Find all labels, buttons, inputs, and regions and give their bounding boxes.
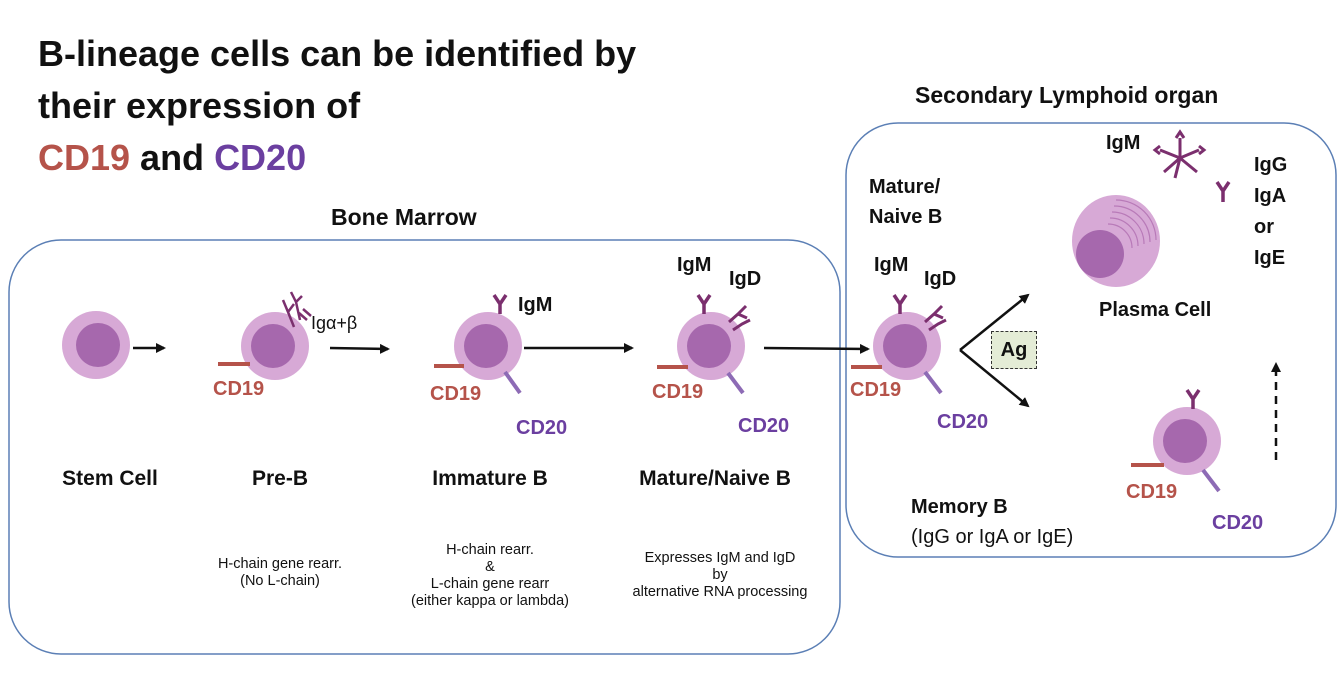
mature-bm-igd bbox=[728, 304, 751, 332]
preb-igab-label: Igα+β bbox=[311, 313, 358, 333]
mature-bm-igd-label: IgD bbox=[729, 268, 762, 290]
mature-note-line-3: alternative RNA processing bbox=[632, 584, 808, 600]
immature-cd20 bbox=[503, 370, 522, 395]
secreted-igm-pentamer bbox=[1152, 129, 1207, 179]
pre-b-receptor bbox=[281, 291, 312, 328]
immature-note-line-3: L-chain gene rearr bbox=[430, 576, 550, 592]
plasma-cell-label: Plasma Cell bbox=[1099, 299, 1212, 321]
mature-sec-igd bbox=[924, 304, 947, 332]
ige-label: IgE bbox=[1254, 247, 1286, 269]
secreted-igg-antibody bbox=[1215, 181, 1231, 202]
preb-note-line-1: H-chain gene rearr. bbox=[217, 556, 343, 572]
preb-note-line-2: (No L-chain) bbox=[240, 573, 320, 589]
mature-bm-cd20-label: CD20 bbox=[738, 415, 790, 437]
stage-stem-cell: Stem Cell bbox=[62, 467, 158, 490]
mature-b-cell-bm bbox=[657, 294, 751, 395]
memory-b-label: Memory B bbox=[911, 496, 1008, 518]
secondary-lymphoid-header: Secondary Lymphoid organ bbox=[915, 82, 1219, 108]
memory-b-sublabel: (IgG or IgA or IgE) bbox=[911, 526, 1074, 548]
immature-igm bbox=[492, 294, 508, 314]
title-and: and bbox=[130, 137, 215, 178]
title-line-1: B-lineage cells can be identified by bbox=[38, 33, 637, 74]
memory-cd20-label: CD20 bbox=[1212, 512, 1264, 534]
stem-cell bbox=[62, 311, 130, 379]
pre-b-cell bbox=[218, 291, 312, 380]
memory-cd20 bbox=[1201, 468, 1221, 493]
arrow-bm-to-secondary bbox=[763, 343, 870, 354]
mature-b-cell-secondary bbox=[851, 294, 947, 395]
mature-note-line-2: by bbox=[712, 567, 728, 583]
mature-bm-cd19-label: CD19 bbox=[652, 381, 704, 403]
mature-bm-cd20 bbox=[726, 371, 745, 395]
memory-bcr bbox=[1185, 389, 1201, 409]
preb-note: H-chain gene rearr. (No L-chain) bbox=[180, 556, 380, 590]
secreted-igm-label: IgM bbox=[1106, 132, 1141, 154]
mature-note: Expresses IgM and IgD by alternative RNA… bbox=[600, 550, 840, 601]
stage-mature-naive-b: Mature/Naive B bbox=[639, 467, 791, 490]
plasma-cell bbox=[1072, 195, 1160, 287]
arrow-to-plasma bbox=[959, 293, 1030, 351]
arrow-to-memory bbox=[959, 349, 1030, 408]
mature-sec-igm bbox=[892, 294, 908, 314]
title-cd20: CD20 bbox=[214, 137, 307, 178]
mature-sec-cd20 bbox=[923, 370, 943, 395]
mature-bm-igm-label: IgM bbox=[677, 254, 712, 276]
igg-label: IgG bbox=[1254, 154, 1288, 176]
arrow-preb-to-immature bbox=[329, 343, 390, 354]
bone-marrow-box bbox=[8, 239, 841, 655]
mature-bm-igm bbox=[696, 294, 712, 314]
mature-sec-cd20-label: CD20 bbox=[937, 411, 989, 433]
preb-cd19-label: CD19 bbox=[213, 378, 265, 400]
or-label: or bbox=[1254, 216, 1274, 238]
immature-note-line-4: (either kappa or lambda) bbox=[411, 593, 569, 609]
immature-igm-label: IgM bbox=[518, 294, 553, 316]
memory-b-cell bbox=[1131, 389, 1221, 493]
immature-b-cell bbox=[434, 294, 522, 395]
title-cd19: CD19 bbox=[38, 137, 131, 178]
bone-marrow-header: Bone Marrow bbox=[331, 204, 477, 230]
iga-label: IgA bbox=[1254, 185, 1287, 207]
mature-note-line-1: Expresses IgM and IgD bbox=[644, 550, 796, 566]
immature-cd19-label: CD19 bbox=[430, 383, 482, 405]
secondary-mature-label-1: Mature/ bbox=[869, 176, 941, 198]
secreted-isotypes-label: IgG IgA or IgE bbox=[1254, 150, 1287, 274]
antigen-box: Ag bbox=[991, 331, 1037, 369]
mature-sec-igm-label: IgM bbox=[874, 254, 909, 276]
slide-title: B-lineage cells can be identified by the… bbox=[38, 28, 636, 184]
title-line-2: their expression of bbox=[38, 85, 361, 126]
mature-sec-igd-label: IgD bbox=[924, 268, 957, 290]
stage-pre-b: Pre-B bbox=[251, 467, 309, 490]
secondary-mature-label-2: Naive B bbox=[869, 206, 943, 228]
immature-note-line-2: & bbox=[485, 559, 495, 575]
stage-immature-b: Immature B bbox=[432, 467, 548, 490]
immature-cd20-label: CD20 bbox=[516, 417, 568, 439]
memory-cd19-label: CD19 bbox=[1126, 481, 1178, 503]
secondary-lymphoid-box bbox=[845, 122, 1337, 558]
title-line-3: CD19 and CD20 bbox=[38, 132, 636, 184]
mature-sec-cd19-label: CD19 bbox=[850, 379, 902, 401]
immature-note: H-chain rearr. & L-chain gene rearr (eit… bbox=[400, 542, 580, 610]
immature-note-line-1: H-chain rearr. bbox=[446, 542, 534, 558]
